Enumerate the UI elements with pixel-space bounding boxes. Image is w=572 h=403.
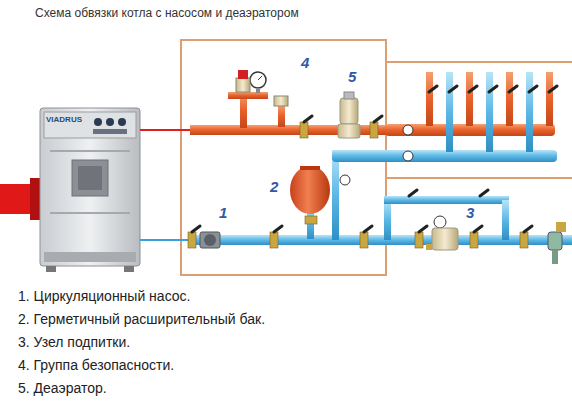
boiler-body: VIADRUS (40, 108, 140, 268)
callout-number: 2 (270, 178, 278, 195)
legend-item: 1. Циркуляционный насос. (18, 288, 190, 304)
diagram-title: Схема обвязки котла с насосом и деаэрато… (35, 6, 299, 20)
callout-number: 5 (348, 68, 356, 85)
legend-item: 3. Узел подпитки. (18, 334, 130, 350)
brand-label: VIADRUS (46, 115, 82, 124)
callout-number: 3 (466, 204, 474, 221)
legend-item: 2. Герметичный расширительный бак. (18, 311, 265, 327)
legend-item: 4. Группа безопасности. (18, 357, 174, 373)
callout-number: 1 (219, 204, 227, 221)
legend-item: 5. Деаэратор. (18, 380, 107, 396)
callout-number: 4 (301, 54, 309, 71)
